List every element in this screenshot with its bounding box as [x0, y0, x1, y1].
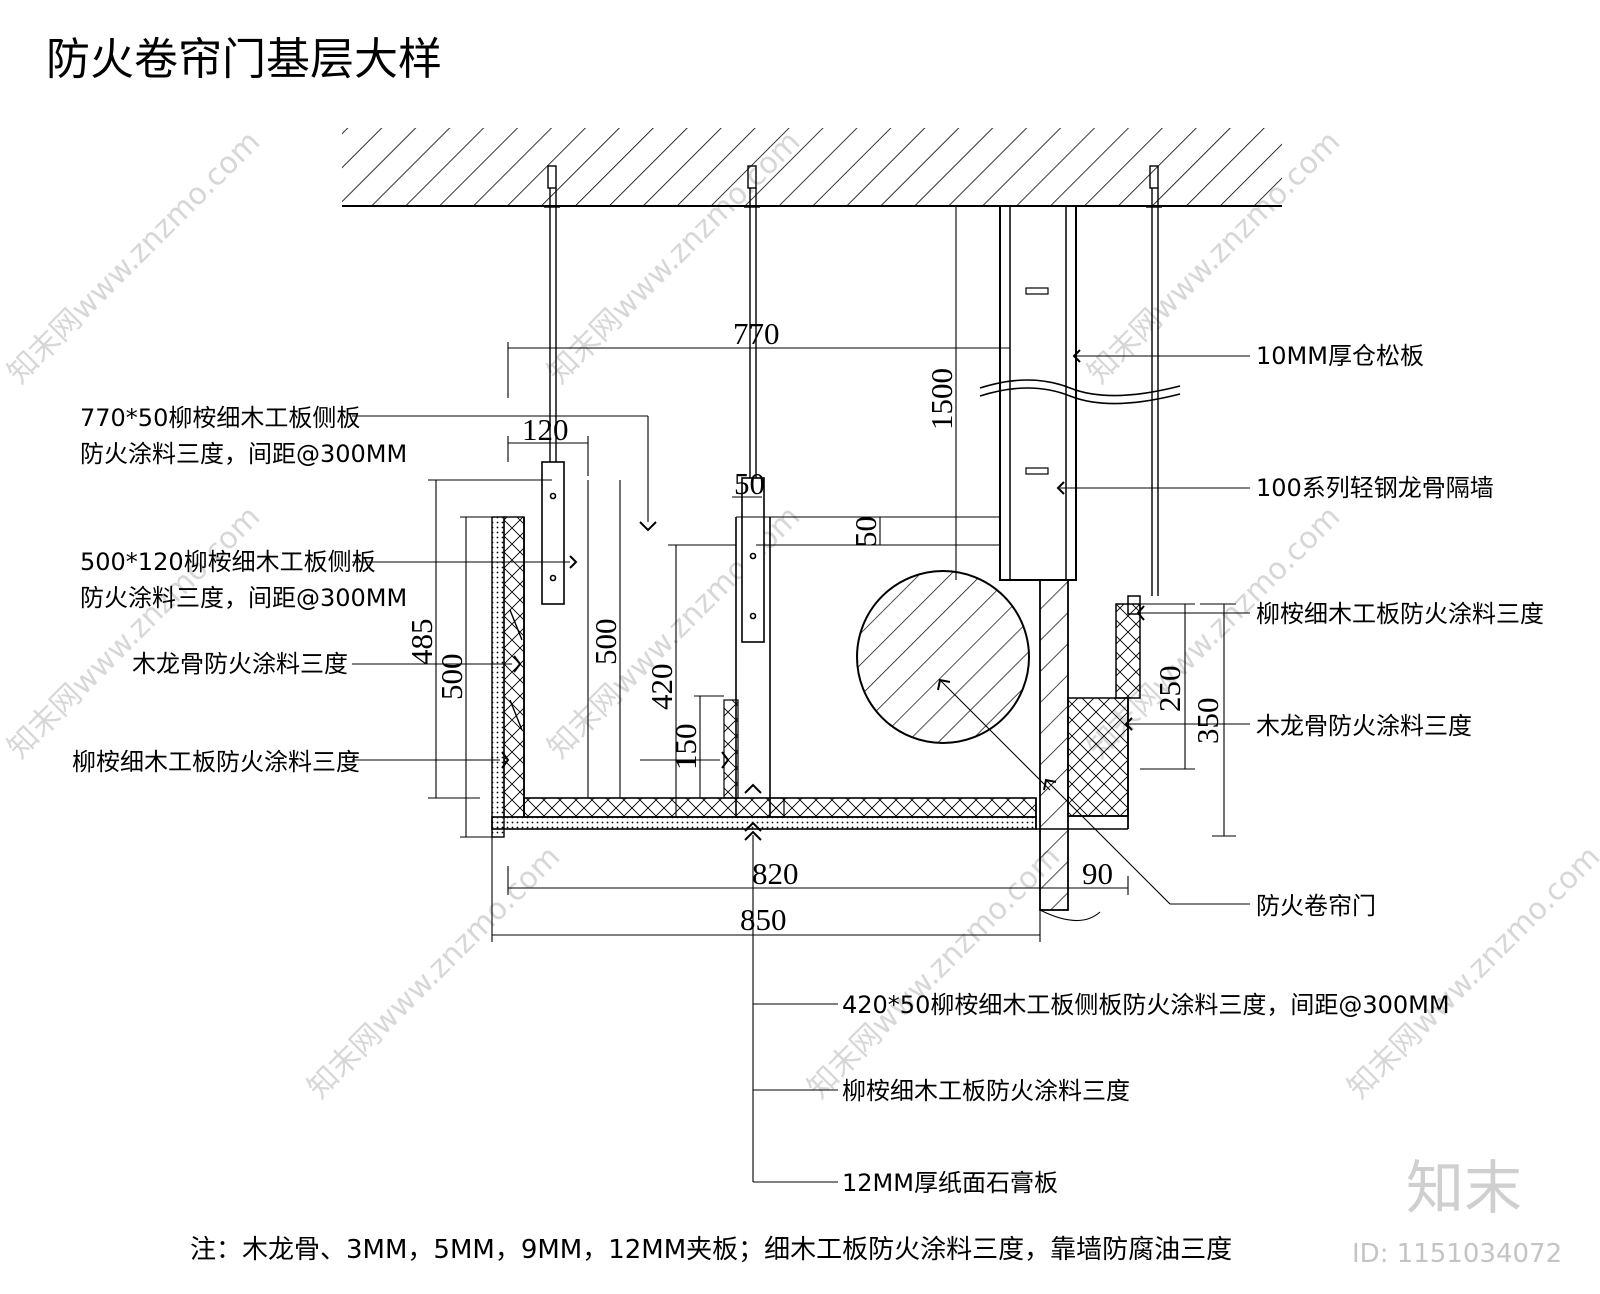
- leader-lines: [352, 349, 1250, 1183]
- right-frame: [1067, 595, 1141, 829]
- watermark-id: ID: 1151034072: [1352, 1239, 1562, 1269]
- dim-820: 820: [752, 856, 799, 891]
- dim-850: 850: [740, 902, 787, 937]
- label-side-board-770: 770*50柳桉细木工板侧板: [80, 404, 360, 432]
- label-plywood-bottom: 柳桉细木工板防火涂料三度: [842, 1077, 1130, 1105]
- label-plywood-right: 柳桉细木工板防火涂料三度: [1256, 600, 1544, 628]
- dim-770: 770: [733, 316, 780, 351]
- ceiling-slab: [342, 128, 1282, 207]
- dimension-texts: 770 120 50 1500 50 485 500 500 420 150 2…: [404, 316, 1225, 937]
- shutter-rail: [1039, 579, 1069, 911]
- label-side-board-770-sub: 防火涂料三度，间距@300MM: [80, 440, 407, 468]
- dim-500-mid: 500: [588, 619, 623, 666]
- right-labels: 10MM厚仓松板 100系列轻钢龙骨隔墙 柳桉细木工板防火涂料三度 木龙骨防火涂…: [1256, 342, 1544, 920]
- watermark-text: 知末网www.znzmo.com: [301, 839, 567, 1105]
- left-side-wall: [491, 516, 525, 838]
- watermark-text: 知末网www.znzmo.com: [1, 124, 267, 390]
- label-steel-partition: 100系列轻钢龙骨隔墙: [1256, 474, 1494, 502]
- bottom-layers: [491, 797, 1128, 830]
- dim-50-right: 50: [848, 516, 883, 547]
- label-plywood: 柳桉细木工板防火涂料三度: [72, 748, 360, 776]
- watermark-text: 知末网www.znzmo.com: [1, 499, 267, 765]
- watermark-layer: 知末网www.znzmo.com 知末网www.znzmo.com 知末网www…: [1, 124, 1600, 1269]
- watermark-text: 知末网www.znzmo.com: [1341, 839, 1600, 1105]
- hanger-blocks: [541, 461, 765, 643]
- watermark-logo: 知末: [1406, 1154, 1522, 1222]
- dim-500-left: 500: [434, 654, 469, 701]
- dim-485: 485: [404, 619, 439, 666]
- label-gypsum-board: 12MM厚纸面石膏板: [842, 1169, 1058, 1197]
- label-pine-board: 10MM厚仓松板: [1256, 342, 1424, 370]
- dim-350: 350: [1190, 698, 1225, 745]
- bottom-labels: 420*50柳桉细木工板侧板防火涂料三度，间距@300MM 柳桉细木工板防火涂料…: [842, 991, 1450, 1197]
- label-wood-keel: 木龙骨防火涂料三度: [132, 650, 348, 678]
- label-wood-keel-right: 木龙骨防火涂料三度: [1256, 712, 1472, 740]
- label-side-board-420: 420*50柳桉细木工板侧板防火涂料三度，间距@300MM: [842, 991, 1450, 1019]
- label-side-board-500: 500*120柳桉细木工板侧板: [80, 548, 376, 576]
- partition-wall: [979, 205, 1181, 581]
- dim-420: 420: [644, 664, 679, 711]
- footnote: 注：木龙骨、3MM，5MM，9MM，12MM夹板；细木工板防火涂料三度，靠墙防腐…: [190, 1235, 1232, 1265]
- dim-120: 120: [522, 412, 569, 447]
- label-side-board-500-sub: 防火涂料三度，间距@300MM: [80, 584, 407, 612]
- left-labels: 770*50柳桉细木工板侧板 防火涂料三度，间距@300MM 500*120柳桉…: [72, 404, 407, 776]
- page-title: 防火卷帘门基层大样: [46, 34, 442, 85]
- dim-90: 90: [1082, 856, 1113, 891]
- watermark-text: 知末网www.znzmo.com: [801, 839, 1067, 1105]
- dim-1500: 1500: [924, 368, 959, 430]
- shutter-drum: [856, 570, 1030, 744]
- dim-250: 250: [1152, 666, 1187, 713]
- dimension-lines: [428, 205, 1236, 942]
- dim-150: 150: [668, 724, 703, 771]
- label-fire-shutter: 防火卷帘门: [1256, 892, 1376, 920]
- dim-50-top: 50: [734, 466, 765, 501]
